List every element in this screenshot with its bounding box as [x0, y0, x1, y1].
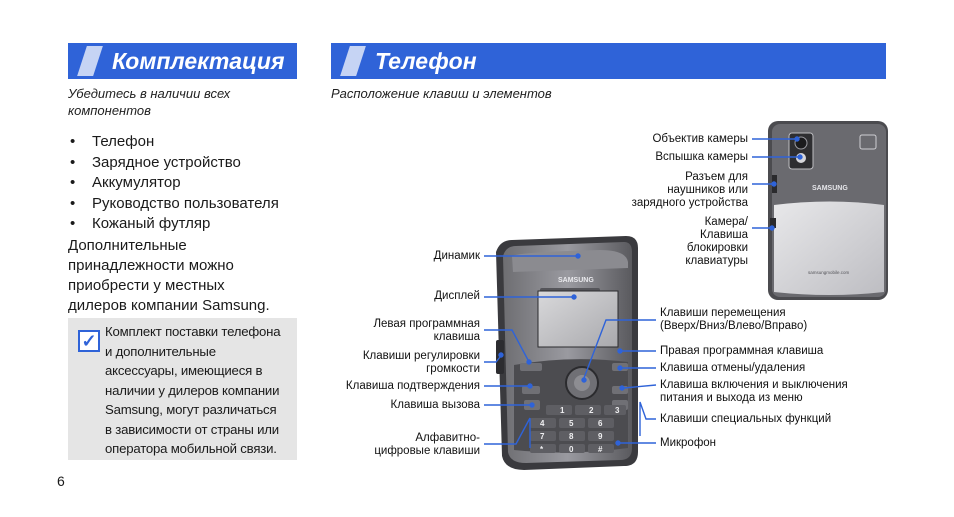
list-item: Руководство пользователя [68, 194, 308, 215]
label-line: (Вверх/Вниз/Влево/Вправо) [660, 320, 808, 332]
subtitle-line: Убедитесь в наличии всех [68, 86, 231, 101]
label-camera-flash: Вспышка камеры [655, 151, 748, 163]
label-line: Клавиша [700, 229, 748, 241]
label-line: наушников или [667, 184, 748, 196]
label-line: зарядного устройства [631, 197, 748, 209]
label-cancel-key: Клавиша отмены/удаления [660, 362, 806, 374]
key-label: 2 [589, 406, 594, 415]
note-line: в зависимости от страны или [105, 421, 279, 437]
section-subtitle: Убедитесь в наличии всех компонентов [68, 85, 298, 119]
accessories-paragraph: Дополнительные принадлежности можно прио… [68, 236, 308, 316]
label-line: Левая программная [373, 318, 480, 330]
label-microphone: Микрофон [660, 437, 717, 449]
key-label: 9 [598, 432, 603, 441]
note-line: Комплект поставки телефона [105, 324, 281, 339]
label-camera-key: Камера/ Клавиша блокировки клавиатуры [685, 216, 748, 268]
label-power-key: Клавиша включения и выключения питания и… [660, 379, 848, 405]
key-label: 8 [569, 432, 574, 441]
label-special-keys: Клавиши специальных функций [660, 413, 832, 425]
phone-back: SAMSUNG samsungmobile.com [768, 121, 888, 300]
label-line: Камера/ [704, 216, 748, 228]
leader-lines [484, 136, 803, 448]
label-line: Клавиши регулировки [362, 350, 480, 362]
key-label: 0 [569, 445, 574, 454]
key-label: 6 [598, 419, 603, 428]
label-line: цифровые клавиши [374, 445, 480, 457]
label-display: Дисплей [434, 290, 480, 302]
key-label: 5 [569, 419, 574, 428]
label-jack: Разъем для наушников или зарядного устро… [632, 171, 748, 210]
key-label: * [540, 445, 544, 454]
label-line: клавиша [433, 331, 480, 343]
page-number: 6 [57, 473, 65, 489]
list-item: Кожаный футляр [68, 214, 308, 235]
front-brand: SAMSUNG [558, 277, 594, 284]
label-navigation-keys: Клавиши перемещения (Вверх/Вниз/Влево/Вп… [660, 307, 807, 333]
paragraph-line: принадлежности можно [68, 257, 234, 274]
paragraph-line: Дополнительные [68, 237, 187, 254]
key-label: 7 [540, 432, 545, 441]
note-line: оператора мобильной связи. [105, 441, 277, 456]
label-line: блокировки [686, 242, 748, 254]
note-box: ✓ Комплект поставки телефона и дополните… [68, 318, 297, 460]
label-line: Разъем для [685, 171, 748, 183]
key-label: 1 [560, 406, 565, 415]
subtitle-line: компонентов [68, 103, 151, 118]
key-label: 4 [540, 419, 545, 428]
label-camera-lens: Объектив камеры [652, 133, 748, 145]
checkmark-icon: ✓ [78, 330, 100, 352]
list-item: Зарядное устройство [68, 153, 308, 174]
phone-front: SAMSUNG 1 2 3 4 5 [496, 236, 638, 470]
label-line: Клавиши перемещения [660, 307, 786, 319]
label-volume-keys: Клавиши регулировки громкости [363, 350, 480, 376]
note-line: Samsung, могут различаться [105, 402, 277, 417]
paragraph-line: дилеров компании Samsung. [68, 297, 270, 314]
label-speaker: Динамик [433, 250, 480, 262]
label-left-soft-key: Левая программная клавиша [373, 318, 480, 344]
package-list: Телефон Зарядное устройство Аккумулятор … [68, 132, 308, 235]
label-line: клавиатуры [685, 255, 748, 267]
label-confirm-key: Клавиша подтверждения [345, 380, 480, 392]
label-right-soft-key: Правая программная клавиша [660, 345, 824, 357]
section-banner-package: Комплектация [68, 43, 297, 79]
back-brand: SAMSUNG [812, 185, 848, 192]
label-alphanumeric-keys: Алфавитно- цифровые клавиши [374, 432, 480, 458]
label-line: питания и выхода из меню [660, 392, 803, 404]
section-banner-phone: Телефон [331, 43, 886, 79]
note-text: Комплект поставки телефона и дополнитель… [105, 322, 295, 459]
section-subtitle: Расположение клавиш и элементов [331, 86, 552, 101]
note-line: наличии у дилеров компании [105, 382, 280, 398]
label-line: Клавиша включения и выключения [660, 379, 848, 391]
section-heading: Телефон [375, 48, 477, 74]
list-item: Аккумулятор [68, 173, 308, 194]
list-item: Телефон [68, 132, 308, 153]
note-line: и дополнительные [105, 343, 216, 359]
label-call-key: Клавиша вызова [390, 399, 480, 411]
paragraph-line: приобрести у местных [68, 277, 225, 294]
section-heading: Комплектация [112, 48, 285, 74]
label-line: громкости [426, 363, 480, 375]
key-label: # [598, 445, 603, 454]
back-url: samsungmobile.com [808, 270, 850, 275]
key-label: 3 [615, 406, 620, 415]
note-line: аксессуары, имеющиеся в [105, 363, 263, 378]
label-line: Алфавитно- [415, 432, 480, 444]
